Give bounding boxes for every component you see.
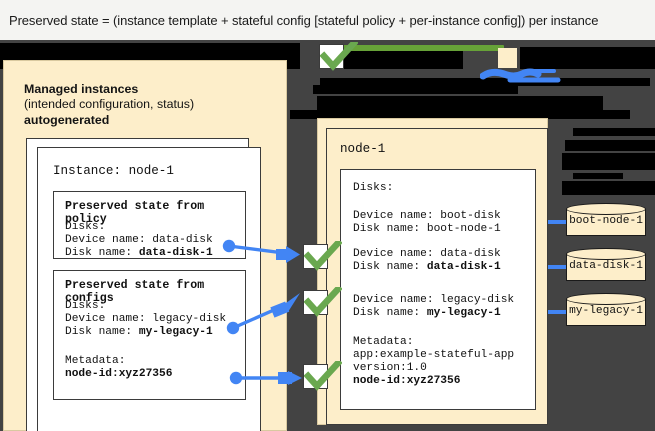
green-check-icon-top [320,42,358,72]
policy-disks-label: Disks: [65,221,106,233]
node-boot-disk: Disk name: boot-node-1 [353,223,501,235]
node-metadata-nodeid: node-id:xyz27356 [353,375,461,387]
disk-cylinder-1: data-disk-1 [566,248,648,284]
redacted-bar-right-5 [562,181,655,195]
disk-connector-line-1 [548,265,570,269]
preserved-state-configs-box: Preserved state from configs Disks: Devi… [53,270,246,400]
instance-card-front: Instance: node-1 Preserved state from po… [37,147,261,431]
node-title: node-1 [340,142,386,156]
disk-cylinder-label-1: data-disk-1 [569,260,643,272]
green-check-icon-metadata [304,361,342,392]
disk-cylinder-0: boot-node-1 [566,203,648,239]
caption-bar: Preserved state = (instance template + s… [0,0,655,40]
instance-title: Instance: node-1 [53,164,174,178]
node-legacy-disk-label: Disk name: [353,307,427,319]
disk-cylinder-top-0 [566,203,646,215]
redacted-bar-row2 [313,85,518,94]
node-card: node-1 Disks: Device name: boot-disk Dis… [326,128,548,425]
node-data-disk-row: Disk name: data-disk-1 [353,261,501,273]
node-data-device: Device name: data-disk [353,248,501,260]
caption-text: Preserved state = (instance template + s… [9,12,599,28]
blue-scribble-annotation [479,68,566,83]
redacted-bar-top-mid [335,47,463,69]
disk-cylinder-label-0: boot-node-1 [569,215,643,227]
configs-disk-name-value: my-legacy-1 [138,326,213,338]
redacted-bar-row5 [290,110,630,119]
policy-device-name: Device name: data-disk [65,234,213,246]
managed-instances-title: Managed instances [24,82,139,96]
node-legacy-disk-value: my-legacy-1 [426,307,501,319]
configs-metadata-value: node-id:xyz27356 [65,368,173,380]
node-metadata-app: app:example-stateful-app [353,349,515,361]
configs-device-name: Device name: legacy-disk [65,313,227,325]
node-legacy-disk-row: Disk name: my-legacy-1 [353,307,501,319]
preserved-state-policy-box: Preserved state from policy Disks: Devic… [53,191,246,259]
disk-cylinder-2: my-legacy-1 [566,293,648,329]
configs-disks-label: Disks: [65,300,106,312]
cream-marker-square [498,48,517,68]
policy-disk-name-row: Disk name: data-disk-1 [65,247,213,259]
green-check-icon-legacy-disk [304,287,342,318]
redacted-bar-row4 [317,96,603,110]
managed-instances-subtitle: (intended configuration, status) [24,97,195,111]
configs-metadata-label: Metadata: [65,355,126,367]
green-check-icon-data-disk [304,241,342,272]
configs-disk-name-label: Disk name: [65,326,139,338]
redacted-bar-right-4 [573,173,623,179]
disk-cylinder-top-2 [566,293,646,305]
node-boot-device: Device name: boot-disk [353,210,501,222]
node-detail-box: Disks: Device name: boot-disk Disk name:… [340,169,536,410]
policy-disk-name-value: data-disk-1 [138,247,213,259]
node-disks-label: Disks: [353,182,394,194]
redacted-bar-right-1 [573,128,655,136]
redacted-bar-right-2 [565,140,655,151]
policy-box-title: Preserved state from policy [65,200,205,226]
configs-box-title: Preserved state from configs [65,279,205,305]
disk-connector-line-2 [548,310,570,314]
green-highlight-bar [332,45,504,51]
disk-cylinder-top-1 [566,248,646,260]
redacted-bar-top-right [520,47,655,69]
node-data-disk-value: data-disk-1 [426,261,501,273]
redacted-bar-row3a [320,78,650,86]
configs-disk-name-row: Disk name: my-legacy-1 [65,326,213,338]
diagram-canvas: Managed instances (intended configuratio… [0,40,655,431]
policy-disk-name-label: Disk name: [65,247,139,259]
redacted-bar-right-3 [562,153,655,170]
node-metadata-label: Metadata: [353,336,414,348]
node-legacy-device: Device name: legacy-disk [353,294,515,306]
node-metadata-version: version:1.0 [353,362,427,374]
disk-cylinder-label-2: my-legacy-1 [569,305,643,317]
node-data-disk-label: Disk name: [353,261,427,273]
disk-connector-line-0 [548,220,570,224]
managed-instances-autogenerated: autogenerated [24,113,110,127]
